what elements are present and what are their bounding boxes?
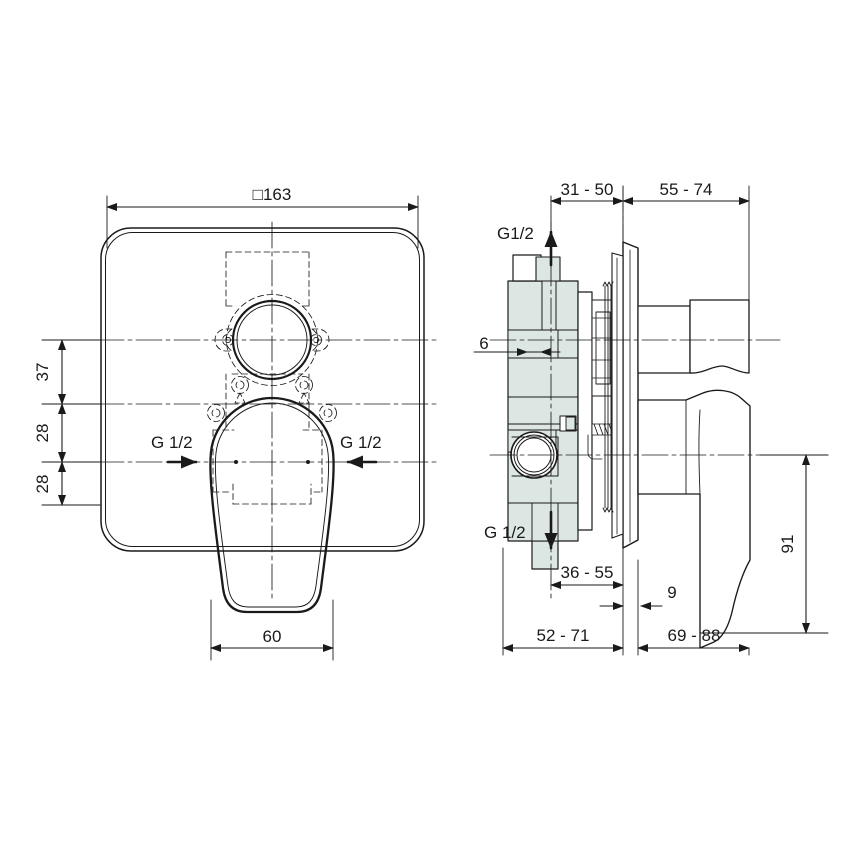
dim-label-6: 6 (479, 334, 488, 353)
dim-label-55-74: 55 - 74 (660, 180, 713, 199)
dim-label-28-upper: 28 (33, 424, 52, 443)
wall-escutcheon-section (602, 241, 639, 549)
valve-body-section (507, 254, 593, 570)
dim-label-28-lower: 28 (33, 475, 52, 494)
diverter-ring (207, 294, 337, 422)
label-outlet-top: G1/2 (497, 224, 534, 243)
diverter-knob-side (637, 299, 750, 374)
escutcheon-plate-outline (100, 227, 425, 552)
front-centrelines (59, 221, 441, 601)
dim-label-69-88: 69 - 88 (668, 626, 721, 645)
dim-label-lever-width: 60 (263, 627, 282, 646)
dim-label-91: 91 (778, 535, 797, 554)
label-inlet-left: G 1/2 (151, 433, 193, 452)
label-outlet-bottom: G 1/2 (484, 523, 526, 542)
dim-label-31-50: 31 - 50 (561, 180, 614, 199)
front-elevation (41, 195, 441, 661)
lever-handle-side (637, 389, 751, 649)
side-top-extensions (550, 185, 750, 301)
lever-handle-front (209, 396, 335, 614)
label-inlet-right: G 1/2 (340, 433, 382, 452)
dim-label-37: 37 (33, 363, 52, 382)
side-section-view (473, 185, 829, 656)
dim-label-36-55: 36 - 55 (561, 563, 614, 582)
front-vertical-dim-extensions (41, 339, 101, 506)
dim-label-9: 9 (667, 583, 676, 602)
dim-label-plate-width: □163 (253, 185, 292, 204)
dim-label-52-71: 52 - 71 (537, 626, 590, 645)
